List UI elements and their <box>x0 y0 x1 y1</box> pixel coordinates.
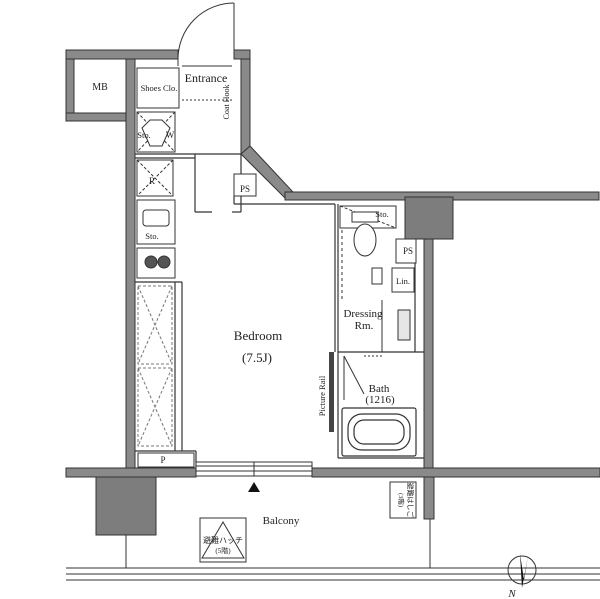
label-shoes-closet: Shoes Clo. <box>141 83 178 93</box>
stove <box>136 247 176 279</box>
north-arrow-icon <box>520 554 528 588</box>
sink <box>136 199 176 245</box>
entrance-door <box>177 2 235 101</box>
label-coat-hook: Coat Hook <box>222 85 231 120</box>
picture-rail <box>329 352 334 432</box>
label-dressing-1: Dressing <box>343 308 383 320</box>
label-refrigerator: R <box>149 176 155 186</box>
label-balcony: Balcony <box>263 515 300 527</box>
balcony-pillar-right <box>423 476 435 520</box>
mb-wall-bottom <box>65 112 127 122</box>
evac-board <box>389 481 417 519</box>
label-dressing-2: Rm. <box>355 320 374 332</box>
mb-box <box>73 58 127 114</box>
balcony-pillar-left <box>95 476 157 536</box>
p-box <box>137 452 195 468</box>
label-evac-board-2: (3階) <box>397 493 406 507</box>
label-sto-w: Sto. <box>137 130 150 140</box>
bath-door <box>343 355 384 400</box>
label-evac-hatch-2: (5階) <box>215 546 231 555</box>
top-wall-right <box>233 49 251 60</box>
label-ps-entry: PS <box>240 184 250 194</box>
toilet <box>339 205 397 300</box>
evac-hatch <box>199 517 247 563</box>
ps-bath-box <box>395 238 417 264</box>
label-sto-kitchen: Sto. <box>145 231 158 241</box>
ps-entry-box <box>233 173 257 197</box>
bathtub <box>341 407 417 457</box>
label-entrance: Entrance <box>185 71 228 85</box>
shoes-closet <box>136 67 180 109</box>
main-entry-arrow <box>248 482 260 492</box>
label-linen: Lin. <box>396 276 410 286</box>
right-wall <box>423 238 434 469</box>
label-picture-rail: Picture Rail <box>317 375 327 416</box>
mb-wall-left <box>65 58 75 122</box>
window <box>195 461 313 477</box>
balcony-railing <box>66 519 600 581</box>
left-wall <box>125 58 136 469</box>
label-mb: MB <box>92 82 108 93</box>
label-ps-bath: PS <box>403 246 413 256</box>
label-sto-bath: Sto. <box>375 209 388 219</box>
label-p: P <box>160 455 165 465</box>
entrance-right-wall <box>240 58 251 155</box>
bottom-wall-left <box>65 467 197 478</box>
compass-north-label: N <box>507 588 516 599</box>
kitchen-shelves <box>137 285 173 447</box>
right-column <box>404 196 454 240</box>
partitions <box>135 153 424 468</box>
label-bath: Bath <box>369 383 390 395</box>
refrigerator <box>136 159 174 197</box>
label-evac-hatch-1: 避難ハッチ <box>203 535 243 545</box>
label-bath-size: (1216) <box>365 394 395 406</box>
top-wall-left <box>65 49 179 60</box>
label-bedroom-size: (7.5J) <box>242 350 272 365</box>
north-compass: N <box>507 554 537 599</box>
walls <box>65 49 600 536</box>
dressing-room-details <box>371 267 415 352</box>
bottom-wall-right <box>311 467 600 478</box>
label-washer: W <box>166 130 175 140</box>
washer-area <box>136 111 176 153</box>
label-evac-board-1: 避難はしご <box>406 483 415 518</box>
label-bedroom: Bedroom <box>234 328 282 343</box>
